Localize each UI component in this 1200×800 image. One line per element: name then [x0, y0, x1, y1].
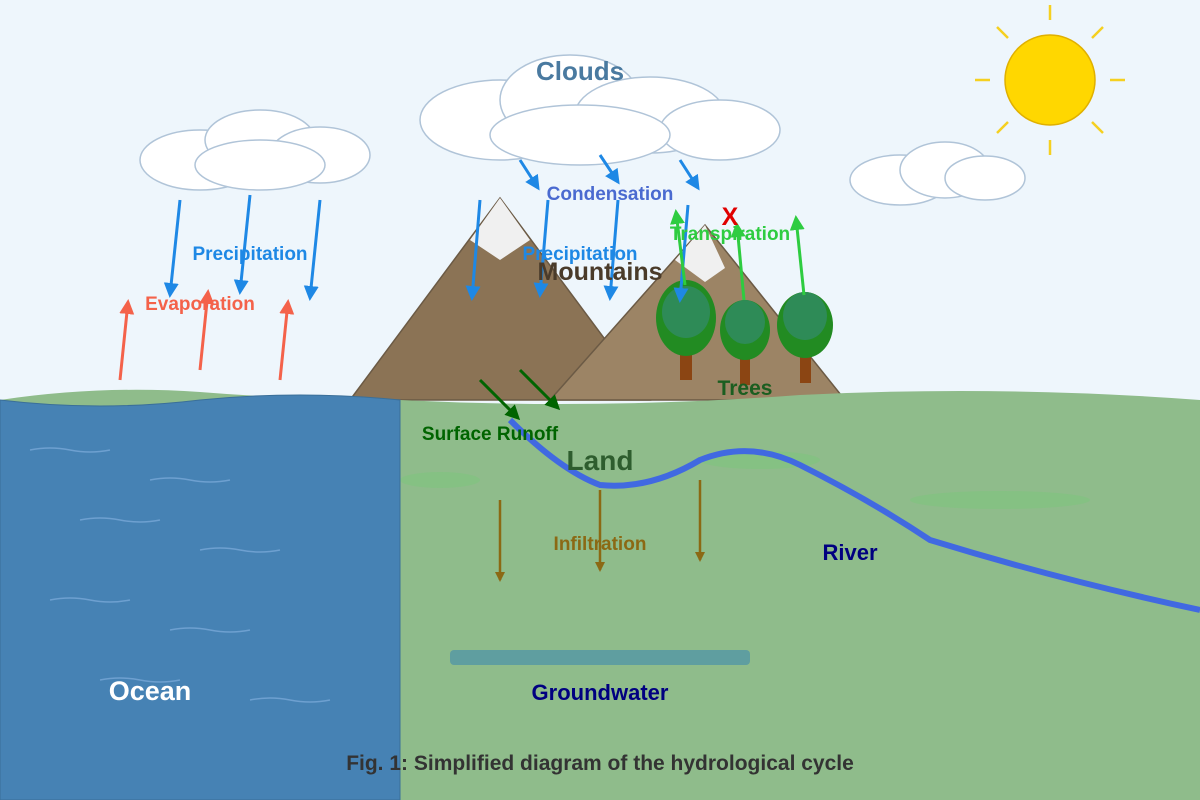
label-land: Land	[567, 445, 634, 476]
grass-patches	[400, 451, 1090, 509]
trees	[656, 280, 833, 385]
transpiration-arrows	[670, 209, 806, 301]
transpiration-arrow	[789, 215, 806, 296]
sun-rays	[975, 5, 1125, 155]
infiltration-arrows	[495, 480, 705, 582]
evaporation-arrow	[198, 289, 215, 371]
precipitation-arrow	[673, 204, 690, 303]
condensation-arrow	[678, 159, 700, 191]
label-precipitation-left: Precipitation	[192, 244, 307, 265]
cloud-left	[139, 109, 371, 191]
river	[507, 417, 1200, 613]
error-mark: X	[722, 203, 739, 231]
sun-disc	[1004, 34, 1096, 126]
precipitation-arrow	[533, 199, 550, 298]
label-evaporation: Evaporation	[145, 294, 255, 315]
evaporation-arrows	[118, 289, 295, 381]
precipitation-arrow	[303, 199, 322, 301]
precipitation-arrow	[603, 199, 620, 301]
label-clouds: Clouds	[536, 56, 624, 86]
precipitation-arrows-center	[465, 199, 690, 303]
label-ocean: Ocean	[109, 676, 192, 706]
label-infiltration: Infiltration	[554, 534, 647, 555]
runoff-arrows	[478, 368, 561, 421]
transpiration-arrow	[670, 209, 687, 286]
label-groundwater: Groundwater	[532, 680, 669, 705]
ocean	[0, 394, 401, 800]
label-precipitation-center: Precipitation	[522, 244, 637, 265]
label-river: River	[822, 540, 877, 565]
label-transpiration: Transpiration	[670, 224, 790, 245]
mountain-front-snow	[675, 225, 725, 282]
tree	[720, 300, 770, 385]
mountain-back-snow	[470, 198, 530, 260]
label-mountains: Mountains	[538, 258, 663, 286]
sun	[975, 5, 1125, 155]
label-condensation: Condensation	[547, 184, 674, 205]
condensation-arrow	[518, 159, 540, 191]
runoff-arrow	[478, 378, 521, 421]
evaporation-arrow	[118, 299, 135, 381]
evaporation-arrow	[278, 299, 295, 381]
transpiration-arrow	[730, 222, 746, 301]
runoff-arrow	[518, 368, 561, 411]
label-trees: Trees	[718, 377, 773, 400]
figure-caption: Fig. 1: Simplified diagram of the hydrol…	[346, 752, 854, 775]
groundwater-layer	[450, 650, 750, 665]
ocean-waves	[29, 447, 331, 703]
label-surface-runoff: Surface Runoff	[422, 424, 559, 445]
cloud-right	[849, 141, 1026, 206]
precipitation-arrows-left	[163, 194, 322, 301]
precipitation-arrow	[233, 194, 252, 295]
tree	[777, 292, 833, 383]
precipitation-arrow	[465, 199, 482, 301]
condensation-arrows	[518, 154, 700, 191]
condensation-arrow	[598, 154, 620, 185]
precipitation-arrow	[163, 199, 182, 298]
cloud-center	[419, 54, 781, 166]
